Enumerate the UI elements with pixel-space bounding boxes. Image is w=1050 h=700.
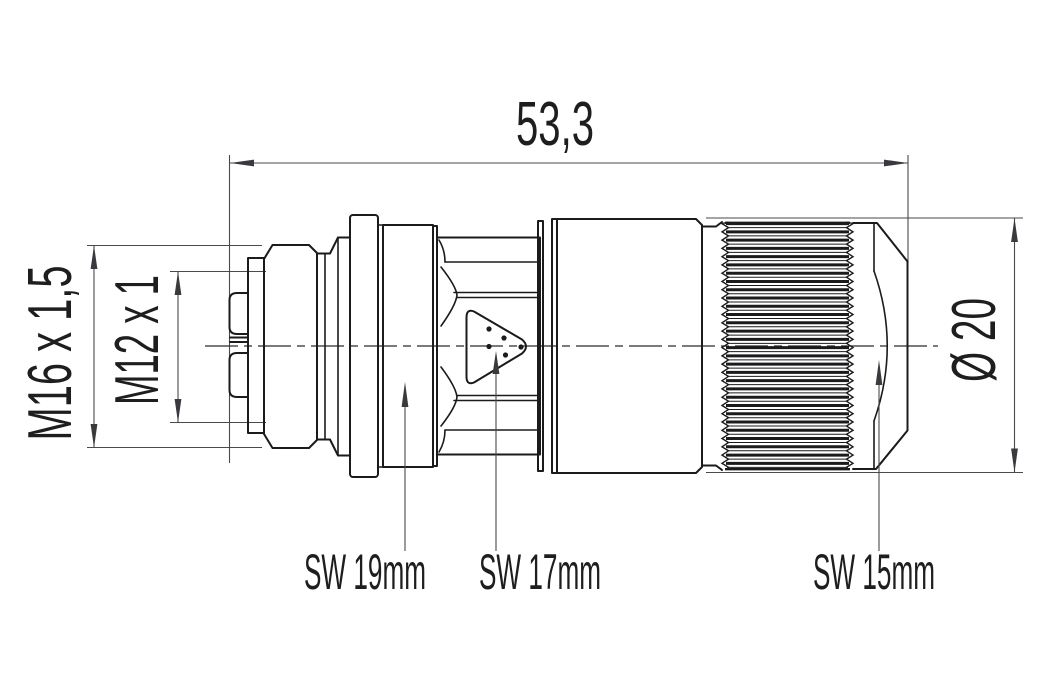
label-total-length: 53,3: [516, 90, 594, 159]
leader-lines: [401, 351, 883, 551]
contact-dots: [486, 326, 524, 358]
knurl-section: [720, 221, 855, 471]
dimension-labels: 53,3 M16 x 1,5 M12 x 1 Ø 20 SW 19mm SW 1…: [16, 90, 1009, 600]
label-wrench-flange: SW 19mm: [304, 544, 426, 600]
label-thread-outer: M16 x 1,5: [16, 266, 85, 441]
label-diameter: Ø 20: [940, 298, 1009, 382]
dimension-lines: [87, 155, 1023, 474]
label-wrench-cap: SW 15mm: [813, 544, 935, 600]
connector-outline: [228, 214, 909, 478]
label-wrench-mid: SW 17mm: [479, 544, 601, 600]
label-thread-inner: M12 x 1: [103, 275, 172, 405]
